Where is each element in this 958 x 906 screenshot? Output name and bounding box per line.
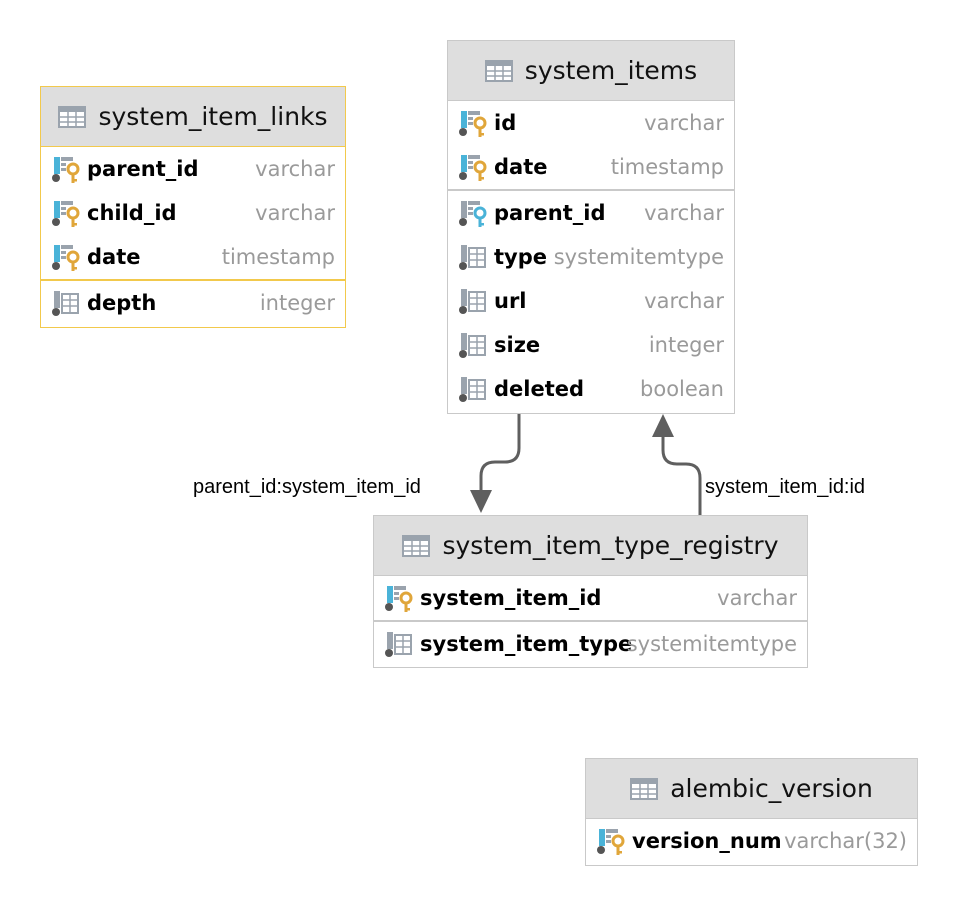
column-type: systemitemtype (626, 632, 797, 656)
table-name: system_item_links (98, 102, 328, 131)
primary-key-icon (52, 245, 80, 271)
column-name: system_item_id (420, 586, 602, 610)
relation-label-registry: system_item_id:id (705, 476, 866, 498)
relation-label-parent: parent_id:system_item_id (193, 476, 421, 498)
column-row[interactable]: parent_id varchar (41, 147, 345, 191)
column-type: varchar (644, 289, 724, 313)
relation-line-parent (479, 414, 521, 494)
column-row[interactable]: date timestamp (448, 145, 734, 189)
table-system-item-type-registry[interactable]: system_item_type_registry system_item_id… (373, 515, 808, 668)
column-type: boolean (640, 377, 724, 401)
column-type: varchar (255, 201, 335, 225)
primary-key-icon (459, 155, 487, 181)
column-type: systemitemtype (553, 245, 724, 269)
table-name: alembic_version (670, 774, 873, 803)
table-icon (402, 534, 431, 557)
column-type: varchar (644, 201, 724, 225)
column-icon (385, 632, 412, 657)
column-row[interactable]: url varchar (448, 279, 734, 323)
table-icon (630, 777, 659, 800)
table-header: system_item_links (41, 87, 345, 147)
table-system-item-links[interactable]: system_item_links parent_id varchar chil… (40, 86, 346, 328)
table-icon (484, 59, 513, 82)
column-name: system_item_type (420, 632, 633, 656)
column-row[interactable]: date timestamp (41, 235, 345, 279)
column-name: url (494, 289, 527, 313)
table-header: alembic_version (586, 759, 917, 819)
column-name: parent_id (494, 201, 606, 225)
column-icon (459, 289, 486, 314)
table-header: system_item_type_registry (374, 516, 807, 576)
column-type: varchar (255, 157, 335, 181)
column-name: depth (87, 291, 157, 315)
column-name: id (494, 111, 517, 135)
relation-arrow-registry (652, 414, 674, 437)
column-name: child_id (87, 201, 177, 225)
table-name: system_items (524, 56, 698, 85)
column-name: parent_id (87, 157, 199, 181)
column-row[interactable]: system_item_type systemitemtype (374, 620, 807, 666)
column-name: deleted (494, 377, 585, 401)
column-row[interactable]: type systemitemtype (448, 235, 734, 279)
column-name: date (494, 155, 548, 179)
primary-key-icon (385, 586, 413, 612)
column-row[interactable]: deleted boolean (448, 367, 734, 411)
column-name: type (494, 245, 548, 269)
column-name: date (87, 245, 141, 269)
column-type: timestamp (610, 155, 724, 179)
primary-key-icon (52, 157, 80, 183)
table-icon (58, 105, 87, 128)
foreign-key-icon (459, 201, 487, 227)
column-type: integer (648, 333, 724, 357)
column-type: timestamp (221, 245, 335, 269)
column-name: size (494, 333, 541, 357)
column-row[interactable]: parent_id varchar (448, 189, 734, 235)
column-row[interactable]: depth integer (41, 279, 345, 325)
column-row[interactable]: size integer (448, 323, 734, 367)
relation-arrow-parent (470, 490, 492, 513)
column-type: varchar (644, 111, 724, 135)
relation-line-registry (661, 432, 702, 515)
column-icon (459, 245, 486, 270)
table-name: system_item_type_registry (442, 531, 779, 560)
primary-key-icon (459, 111, 487, 137)
primary-key-icon (597, 829, 625, 855)
table-alembic-version[interactable]: alembic_version version_num varchar(32) (585, 758, 918, 866)
column-icon (459, 333, 486, 358)
table-system-items[interactable]: system_items id varchar date timestamp p… (447, 40, 735, 414)
column-row[interactable]: version_num varchar(32) (586, 819, 917, 863)
column-row[interactable]: child_id varchar (41, 191, 345, 235)
column-row[interactable]: id varchar (448, 101, 734, 145)
column-type: integer (259, 291, 335, 315)
column-icon (459, 377, 486, 402)
column-type: varchar (717, 586, 797, 610)
column-name: version_num (632, 829, 782, 853)
column-icon (52, 291, 79, 316)
column-row[interactable]: system_item_id varchar (374, 576, 807, 620)
table-header: system_items (448, 41, 734, 101)
column-type: varchar(32) (784, 829, 907, 853)
primary-key-icon (52, 201, 80, 227)
